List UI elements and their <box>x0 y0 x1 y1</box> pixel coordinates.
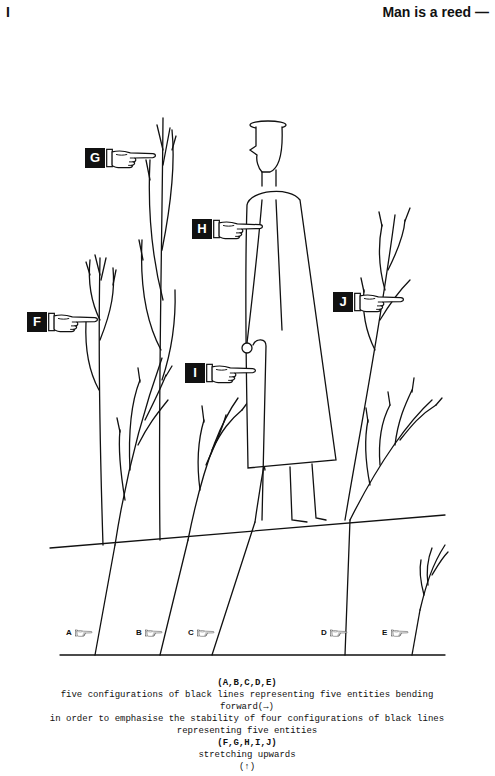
label-square: F <box>27 312 47 332</box>
label-square: G <box>85 148 105 168</box>
page-number: I <box>6 4 10 21</box>
label-square: H <box>192 219 212 239</box>
square-letter: G <box>90 150 100 165</box>
caption-text: in order to emphasise the stability of f… <box>45 713 450 737</box>
reed-letter: D <box>321 627 327 638</box>
caption-group: (F,G,H,I,J) <box>147 737 347 749</box>
caption-arrow: (↑) <box>217 761 277 773</box>
square-letter: J <box>339 294 346 309</box>
caption-group: (A,B,C,D,E) <box>147 677 347 689</box>
square-letter: H <box>197 221 206 236</box>
caption-text: five configurations of black lines repre… <box>45 689 450 713</box>
square-letter: I <box>193 365 197 380</box>
label-square: J <box>333 292 353 312</box>
reed-letter: C <box>188 627 194 638</box>
reed-letter: B <box>136 627 142 638</box>
caption-text: stretching upwards <box>147 749 347 761</box>
reed-letter: A <box>66 627 72 638</box>
label-square: I <box>185 363 205 383</box>
reed-letter: E <box>382 627 387 638</box>
page-title: Man is a reed — <box>382 4 489 20</box>
square-letter: F <box>33 314 41 329</box>
